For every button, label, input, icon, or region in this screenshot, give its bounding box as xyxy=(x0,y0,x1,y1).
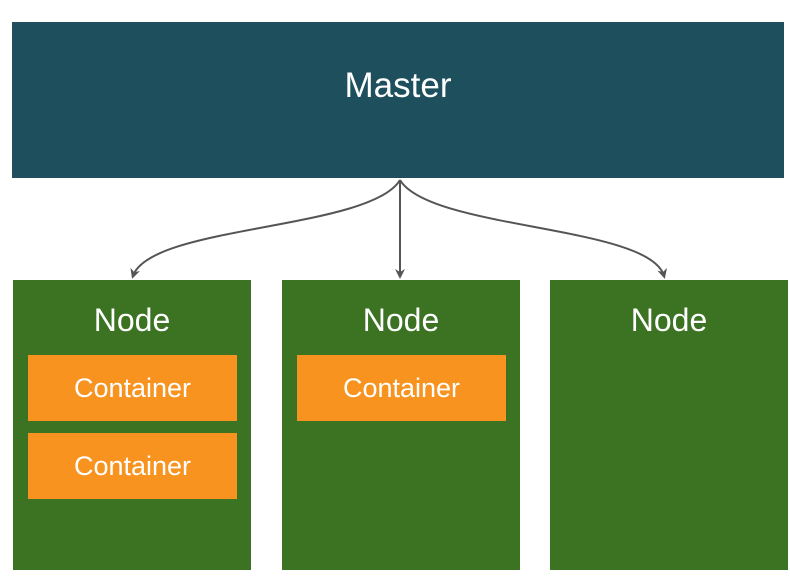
container-box: Container xyxy=(28,355,237,421)
arrow-to-node-3 xyxy=(399,179,667,279)
node-label: Node xyxy=(362,302,440,338)
node-2: Node Container xyxy=(282,280,520,570)
master-label: Master xyxy=(344,66,452,105)
node-label: Node xyxy=(93,302,171,338)
node-1: Node Container Container xyxy=(13,280,251,570)
container-label: Container xyxy=(73,373,192,403)
container-box: Container xyxy=(28,433,237,499)
container-label: Container xyxy=(342,373,461,403)
arrow-to-node-1 xyxy=(130,179,401,279)
master-box: Master xyxy=(12,22,784,178)
container-box: Container xyxy=(297,355,506,421)
node-3: Node xyxy=(550,280,788,570)
container-label: Container xyxy=(73,451,192,481)
node-label: Node xyxy=(630,302,708,338)
